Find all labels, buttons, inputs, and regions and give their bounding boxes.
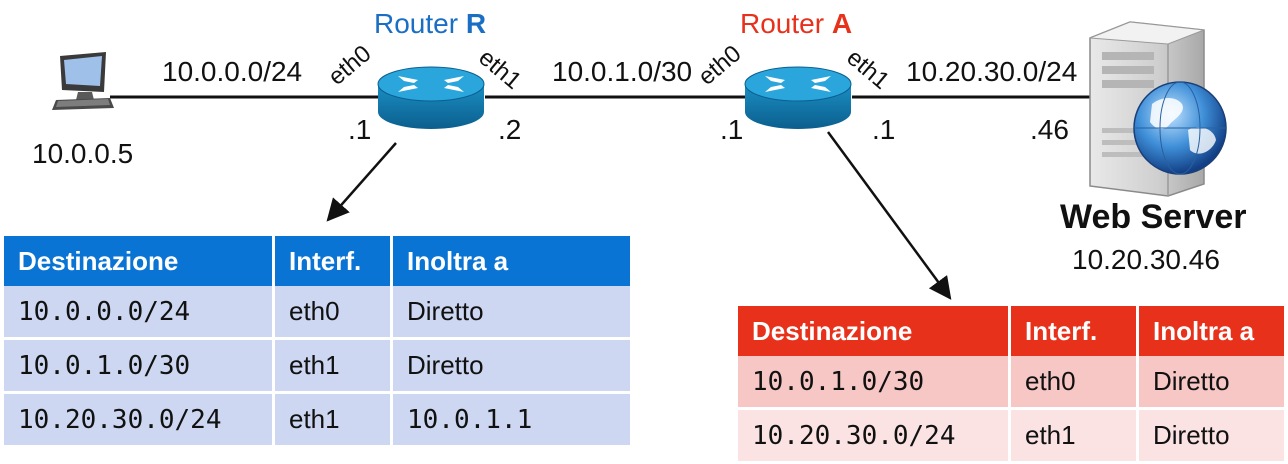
cell-interface: eth1 <box>272 337 390 391</box>
cell-interface: eth1 <box>272 391 390 445</box>
column-header-destination: Destinazione <box>4 236 272 286</box>
cell-destination: 10.20.30.0/24 <box>738 407 1008 461</box>
cell-interface: eth1 <box>1008 407 1136 461</box>
router-r-right-ip: .2 <box>498 114 522 145</box>
router-r-title: Router R <box>374 10 486 38</box>
router-a-title: Router A <box>740 10 852 38</box>
router-a-right-ip: .1 <box>872 114 896 145</box>
client-ip: 10.0.0.5 <box>32 138 134 169</box>
column-header-next-hop: Inoltra a <box>390 236 630 286</box>
table-header-row: Destinazione Interf. Inoltra a <box>4 236 630 286</box>
cell-interface: eth0 <box>1008 356 1136 407</box>
routing-table-a: Destinazione Interf. Inoltra a 10.0.1.0/… <box>738 306 1284 461</box>
arrow-routerR-table <box>326 142 397 222</box>
server-host-part: .46 <box>1030 114 1069 145</box>
table-row: 10.0.1.0/30 eth0 Diretto <box>738 356 1284 407</box>
table-row: 10.20.30.0/24 eth1 Diretto <box>738 407 1284 461</box>
column-header-destination: Destinazione <box>738 306 1008 356</box>
cell-next-hop: Diretto <box>1136 407 1284 461</box>
router-r-icon <box>377 66 485 129</box>
cell-next-hop: Diretto <box>390 286 630 337</box>
table-row: 10.0.0.0/24 eth0 Diretto <box>4 286 630 337</box>
routing-table-r: Destinazione Interf. Inoltra a 10.0.0.0/… <box>4 236 630 445</box>
router-a-icon <box>744 66 852 129</box>
cell-next-hop: Diretto <box>1136 356 1284 407</box>
cell-destination: 10.0.1.0/30 <box>738 356 1008 407</box>
router-a-title-name: A <box>831 8 853 39</box>
cell-interface: eth0 <box>272 286 390 337</box>
table-header-row: Destinazione Interf. Inoltra a <box>738 306 1284 356</box>
computer-icon <box>52 52 114 110</box>
cell-destination: 10.0.1.0/30 <box>4 337 272 391</box>
cell-next-hop: Diretto <box>390 337 630 391</box>
server-ip: 10.20.30.46 <box>1072 244 1220 275</box>
router-a-left-ip: .1 <box>720 114 744 145</box>
table-row: 10.20.30.0/24 eth1 10.0.1.1 <box>4 391 630 445</box>
server-name: Web Server <box>1060 198 1247 236</box>
globe-icon <box>1133 81 1227 175</box>
cell-destination: 10.20.30.0/24 <box>4 391 272 445</box>
column-header-interface: Interf. <box>272 236 390 286</box>
cell-next-hop: 10.0.1.1 <box>390 391 630 445</box>
arrow-routerA-table <box>826 131 952 300</box>
router-r-title-name: R <box>465 8 487 39</box>
router-a-title-prefix: Router <box>740 8 832 39</box>
column-header-interface: Interf. <box>1008 306 1136 356</box>
router-r-title-prefix: Router <box>374 8 466 39</box>
column-header-next-hop: Inoltra a <box>1136 306 1284 356</box>
table-row: 10.0.1.0/30 eth1 Diretto <box>4 337 630 391</box>
subnet-label-3: 10.20.30.0/24 <box>906 56 1078 87</box>
router-r-left-ip: .1 <box>348 114 372 145</box>
subnet-label-2: 10.0.1.0/30 <box>552 56 693 87</box>
subnet-label-1: 10.0.0.0/24 <box>162 56 303 87</box>
cell-destination: 10.0.0.0/24 <box>4 286 272 337</box>
